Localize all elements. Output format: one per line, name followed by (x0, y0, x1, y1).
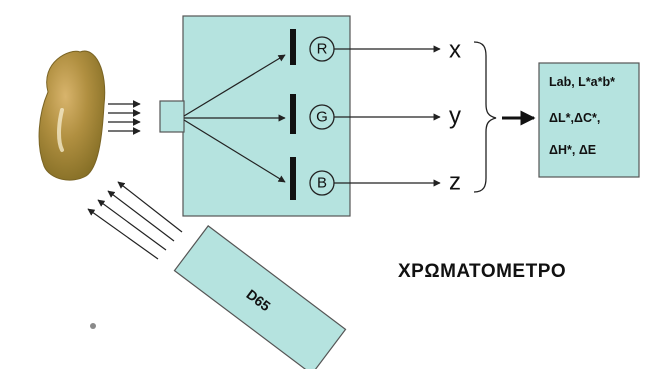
speck (90, 323, 96, 329)
split-arrows (183, 54, 286, 183)
diagram-title: ΧΡΩΜΑΤΟΜΕΤΡΟ (398, 261, 566, 282)
filter-g-label: G (316, 109, 328, 126)
filter-r: R (309, 36, 335, 62)
entrance-aperture (159, 100, 185, 133)
output-line-2: ΔL*,ΔC*, (549, 111, 600, 125)
filter-b-label: B (317, 175, 327, 192)
output-box: Lab, L*a*b* ΔL*,ΔC*, ΔH*, ΔE (538, 62, 640, 178)
output-line-3: ΔH*, ΔE (549, 143, 596, 157)
output-y-label: y (449, 103, 461, 130)
output-z-label: z (449, 169, 461, 196)
filter-bars (290, 29, 296, 200)
filter-r-label: R (317, 41, 328, 58)
output-line-1: Lab, L*a*b* (549, 75, 615, 89)
tooth-sample (38, 50, 106, 181)
output-arrows (334, 45, 441, 187)
illumination-arrows (87, 181, 183, 260)
filter-g: G (309, 104, 335, 130)
reflected-light-arrows (108, 100, 141, 135)
grouping-brace (473, 41, 497, 193)
output-x-label: x (449, 37, 461, 64)
light-source-d65: D65 (173, 225, 347, 369)
filter-b: B (309, 170, 335, 196)
